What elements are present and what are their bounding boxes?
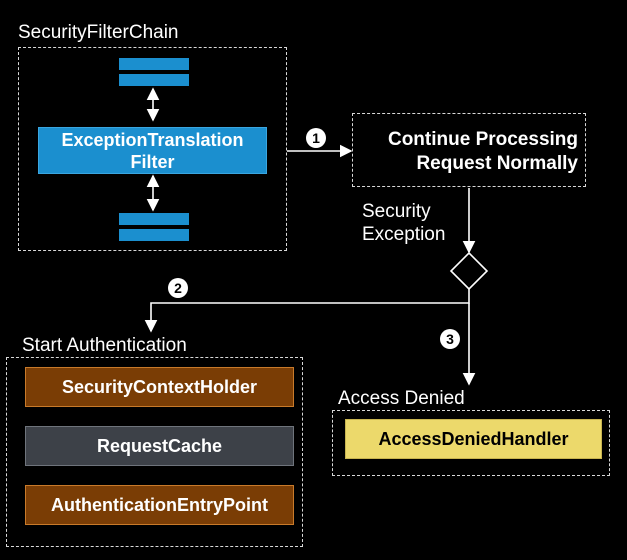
decision-diamond (449, 251, 489, 291)
exception-translation-filter: ExceptionTranslation Filter (38, 127, 267, 174)
start-authentication-title: Start Authentication (22, 335, 187, 356)
start-authentication-box (6, 357, 303, 547)
filter-bar-bottom-1 (119, 213, 189, 225)
access-denied-title: Access Denied (338, 388, 465, 409)
access-denied-handler-label: AccessDeniedHandler (378, 429, 569, 449)
security-context-holder-box: SecurityContextHolder (25, 367, 294, 407)
continue-processing-box (352, 113, 586, 187)
security-filter-chain-title: SecurityFilterChain (18, 22, 179, 43)
continue-processing-label: Continue Processing Request Normally (387, 129, 578, 174)
request-cache-box: RequestCache (25, 426, 294, 466)
arrow-to-start-authentication (144, 289, 470, 333)
access-denied-handler-box: AccessDeniedHandler (345, 419, 602, 459)
request-cache-label: RequestCache (96, 436, 223, 456)
authentication-entry-point-label: AuthenticationEntryPoint (51, 495, 268, 515)
security-context-holder-label: SecurityContextHolder (61, 377, 258, 397)
security-exception-label: Security Exception (362, 201, 446, 245)
step-2-badge: 2 (168, 278, 188, 298)
security-filter-chain-box (18, 47, 287, 251)
authentication-entry-point-box: AuthenticationEntryPoint (25, 485, 294, 525)
access-denied-box (332, 410, 610, 476)
step-1-badge: 1 (306, 128, 326, 148)
filter-bar-top-1 (119, 58, 189, 70)
exception-translation-filter-label: ExceptionTranslation Filter (61, 129, 244, 172)
filter-bar-bottom-2 (119, 229, 189, 241)
step-3-badge: 3 (440, 329, 460, 349)
filter-bar-top-2 (119, 74, 189, 86)
